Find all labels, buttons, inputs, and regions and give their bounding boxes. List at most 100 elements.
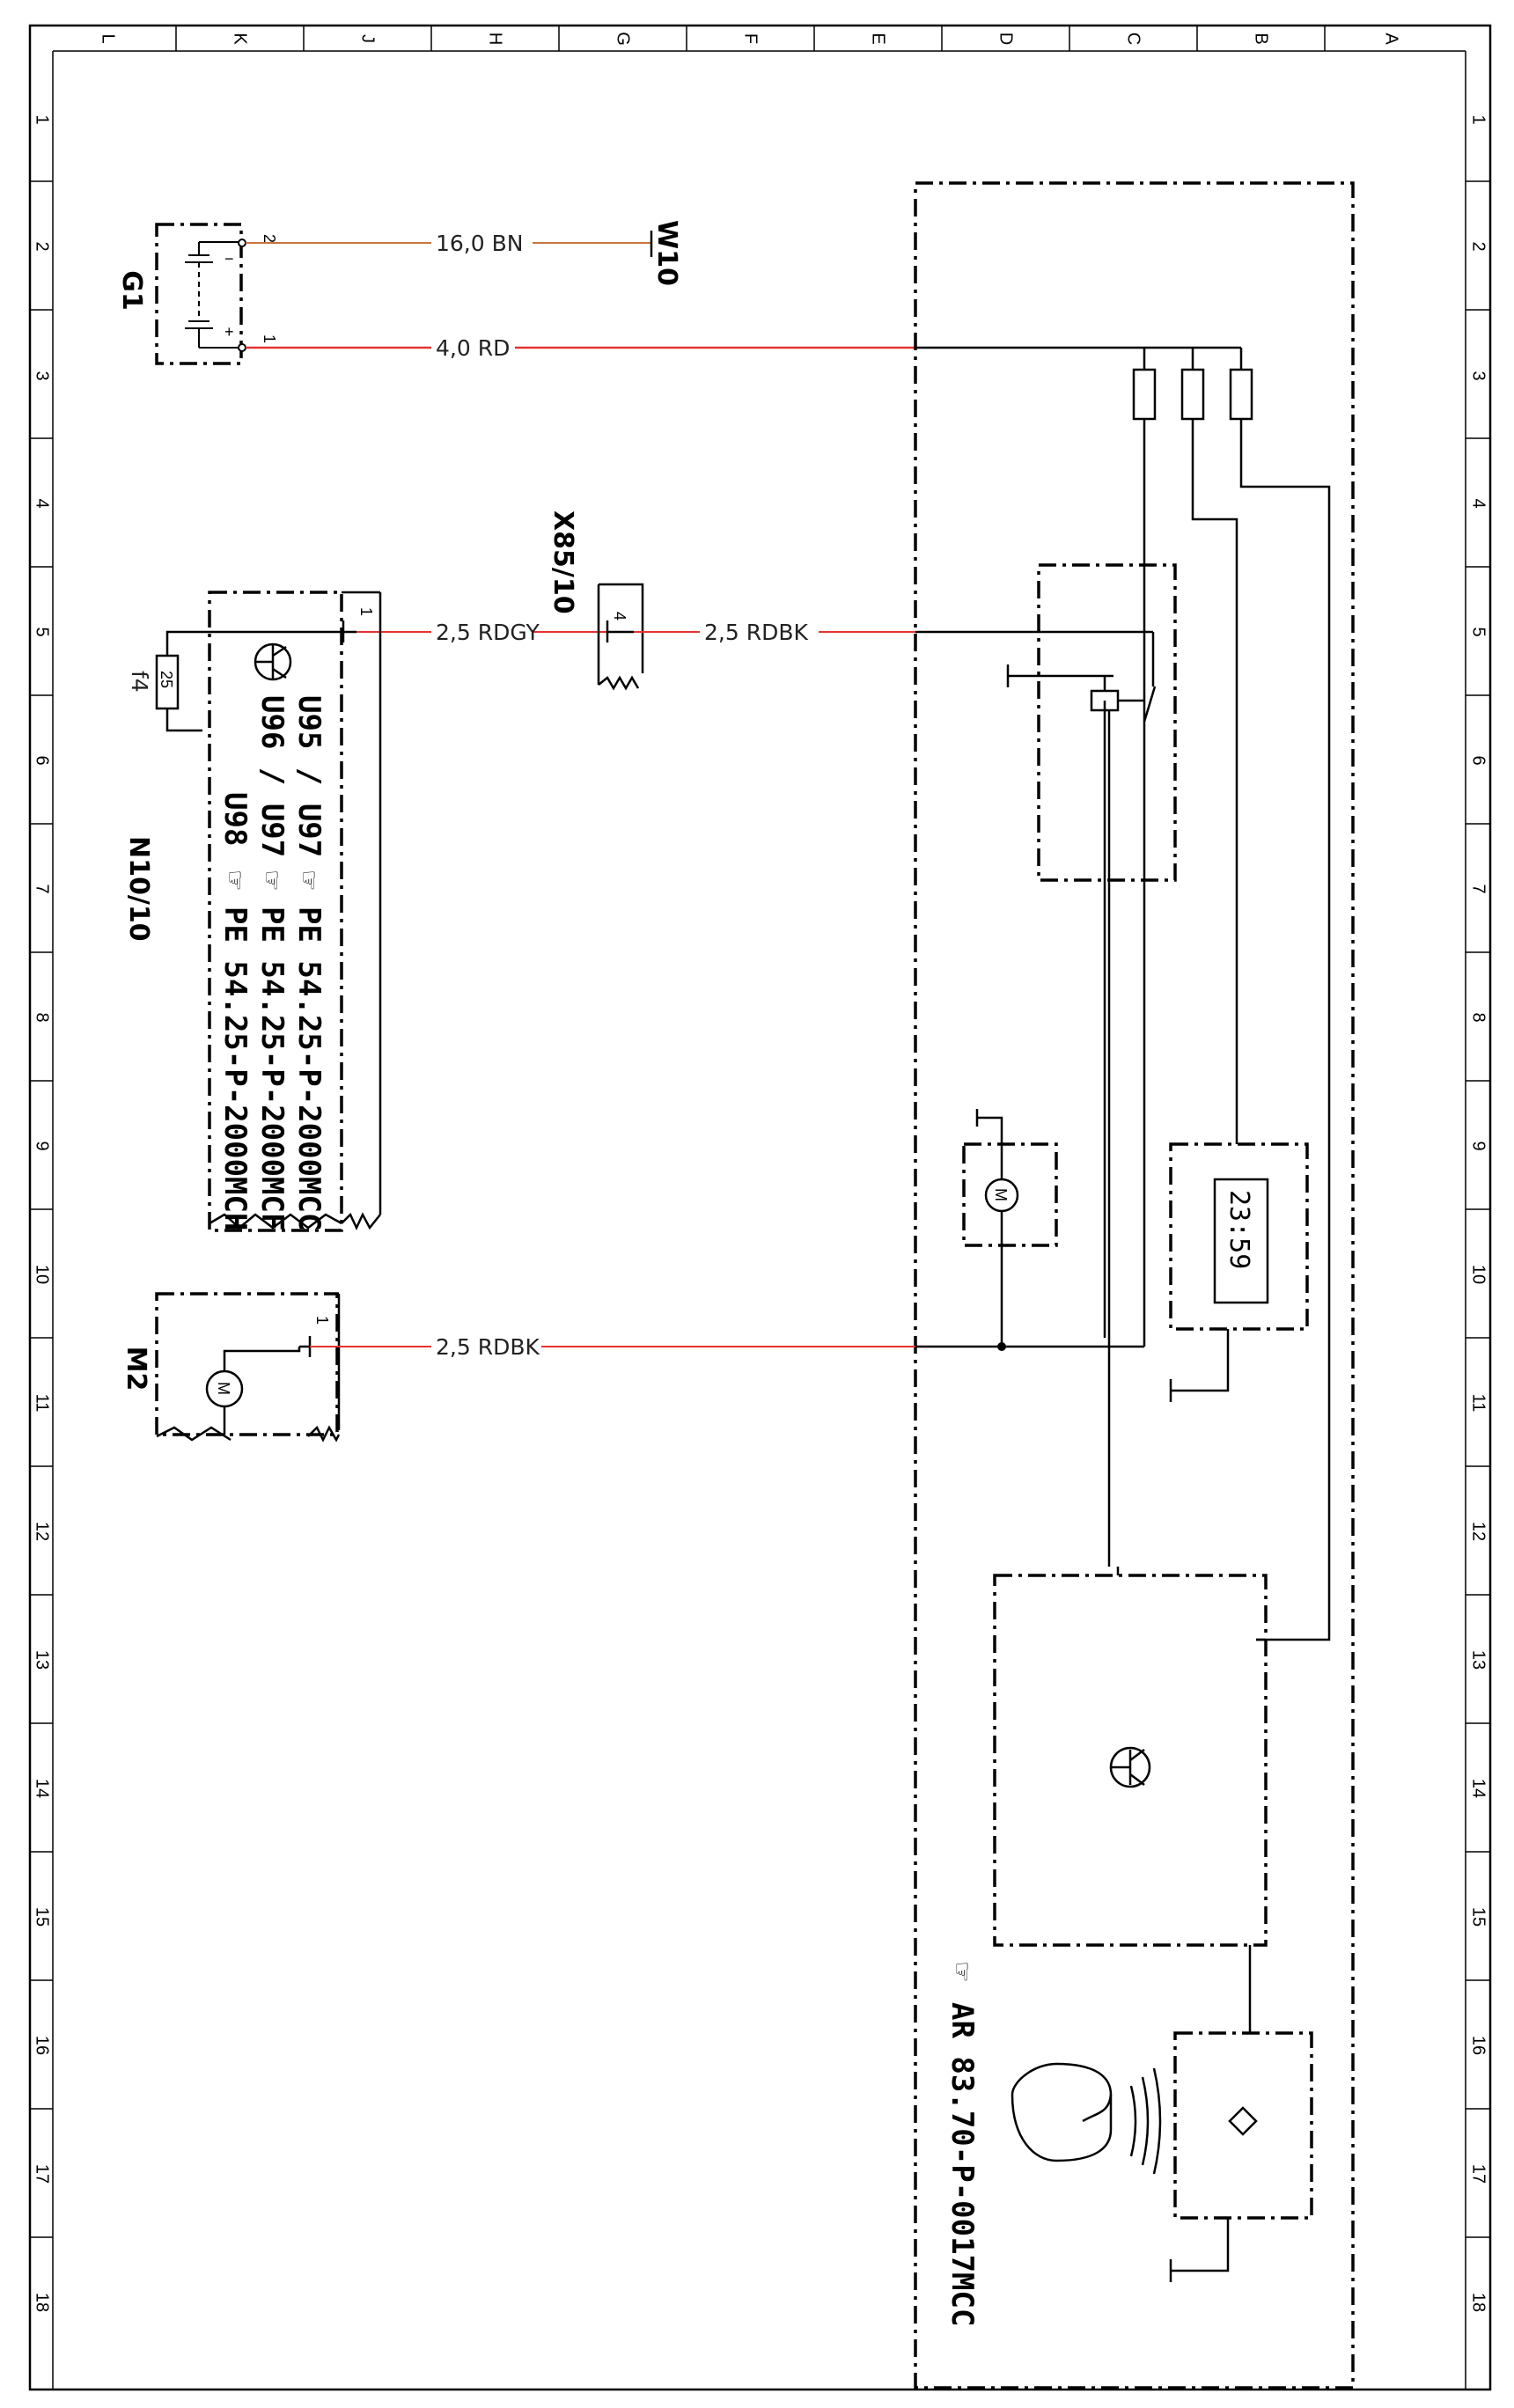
wire-rdbk-upper: 2,5 RDBK <box>634 620 1155 686</box>
row-label: 17 <box>33 2164 52 2184</box>
col-label: A <box>1382 33 1401 45</box>
col-label: L <box>99 33 118 43</box>
receiver-box <box>1173 2031 1313 2220</box>
relay-icon <box>1090 676 1157 1567</box>
row-label: 10 <box>33 1265 52 1284</box>
fuse-bank <box>1132 348 1331 1641</box>
border-frame: L K J H G F E D C B A 1 2 3 4 5 6 7 8 9 … <box>28 24 1492 2391</box>
m2-dashed-box <box>155 1292 339 1436</box>
clock-display: 23:59 <box>1224 1190 1254 1269</box>
wire-label-rdgy: 2,5 RDGY <box>436 620 540 645</box>
battery-label: G1 <box>116 270 147 311</box>
row-label: 9 <box>1469 1141 1488 1150</box>
row-label: 2 <box>33 241 52 251</box>
module-n10: 1 25 f4 U95 / U97 U96 / U97 U98 ☞ ☞ ☞ PE… <box>123 591 382 1232</box>
svg-text:☞: ☞ <box>291 871 327 890</box>
row-label: 8 <box>33 1012 52 1022</box>
row-labels-left: 1 2 3 4 5 6 7 8 9 10 11 12 13 14 15 16 1… <box>33 114 52 2312</box>
row-label: 18 <box>33 2293 52 2312</box>
svg-text:☞: ☞ <box>217 871 253 890</box>
row-label: 7 <box>33 884 52 893</box>
col-label: E <box>869 33 888 44</box>
fuse-icon <box>1132 368 1157 421</box>
n10-ref-2: PE 54.25-P-2000MCF <box>254 907 290 1230</box>
row-label: 11 <box>33 1394 52 1413</box>
row-label: 12 <box>33 1522 52 1541</box>
row-label: 5 <box>33 627 52 636</box>
x85-pin: 4 <box>611 612 628 620</box>
battery-icon <box>185 241 241 349</box>
clock-dashed-box <box>1169 1142 1309 1331</box>
n10-ref-3: PE 54.25-P-2000MCH <box>217 907 253 1230</box>
n10-fuse-value: 25 <box>158 671 175 688</box>
wire-label-rdbk-lower: 2,5 RDBK <box>436 1334 540 1360</box>
col-label: F <box>741 33 761 44</box>
n10-pin: 1 <box>357 607 375 616</box>
n10-dashed-box <box>208 591 343 1232</box>
n10-variant-3: U98 <box>217 792 253 846</box>
reference-hand-icon: ☞ ☞ ☞ <box>217 871 327 890</box>
control-unit-box <box>914 181 1355 2390</box>
clock-module: 23:59 <box>1169 1137 1309 1402</box>
row-label: 14 <box>33 1779 52 1798</box>
col-label: H <box>486 33 505 45</box>
motor-small: M <box>962 1109 1058 1347</box>
row-label: 4 <box>33 498 52 508</box>
col-label: J <box>358 34 378 43</box>
row-label: 7 <box>1469 884 1488 893</box>
relay-dashed-box <box>1037 563 1177 882</box>
transistor-icon <box>1109 1746 1151 1788</box>
battery-g1: − + 2 1 G1 <box>116 223 278 365</box>
small-motor-glyph: M <box>992 1188 1010 1201</box>
column-ticks <box>175 26 1326 51</box>
col-label: K <box>231 33 250 45</box>
row-label: 14 <box>1469 1779 1488 1798</box>
row-label: 1 <box>1469 114 1488 124</box>
row-label: 3 <box>1469 371 1488 380</box>
wire-rd: 4,0 RD <box>246 335 1241 361</box>
row-label: 2 <box>1469 241 1488 251</box>
receiver-icon <box>1228 2106 1258 2136</box>
motor-icon: M <box>984 1178 1019 1213</box>
w10-label: W10 <box>651 220 682 286</box>
connector-x85: 4 X85/10 <box>548 510 644 691</box>
row-label: 5 <box>1469 627 1488 636</box>
row-label: 16 <box>1469 2036 1488 2055</box>
row-label: 6 <box>33 755 52 765</box>
battery-sign-pos: + <box>224 323 234 341</box>
motor-m2: M 1 M2 <box>121 1292 341 1443</box>
row-label: 16 <box>33 2036 52 2055</box>
m2-motor-glyph: M <box>215 1382 232 1395</box>
wire-label-bn: 16,0 BN <box>436 231 523 256</box>
electronic-module-box <box>993 1574 1268 1947</box>
battery-pin-neg: 2 <box>261 234 278 243</box>
receiver-module <box>1169 2031 1313 2282</box>
small-motor-box <box>962 1142 1058 1247</box>
n10-variant-2: U96 / U97 <box>254 695 290 857</box>
relay-box <box>1006 563 1177 1567</box>
col-label: C <box>1124 33 1143 45</box>
row-label: 18 <box>1469 2293 1488 2312</box>
row-label: 11 <box>1469 1394 1488 1413</box>
battery-box <box>155 223 243 365</box>
row-label: 15 <box>33 1907 52 1927</box>
n10-fuse-label: f4 <box>127 671 152 693</box>
row-label: 10 <box>1469 1265 1488 1284</box>
motor-icon: M <box>205 1347 301 1435</box>
x85-label: X85/10 <box>548 510 578 614</box>
row-label: 12 <box>1469 1522 1488 1541</box>
wire-label-rdbk-upper: 2,5 RDBK <box>704 620 808 645</box>
wire-rdbk-lower: 2,5 RDBK <box>310 1334 1146 1360</box>
ar-reference: ☞ AR 83.70-P-0017MCC <box>944 1963 980 2326</box>
row-ticks <box>30 180 1490 2238</box>
column-labels: L K J H G F E D C B A <box>99 32 1401 46</box>
row-label: 3 <box>33 371 52 380</box>
reference-hand-icon: ☞ <box>944 1963 980 1981</box>
m2-pin: 1 <box>313 1316 331 1325</box>
wire-label-rd: 4,0 RD <box>436 335 510 361</box>
row-label: 6 <box>1469 755 1488 765</box>
ground-w10: W10 <box>650 220 682 286</box>
key-fob-icon <box>1011 2062 1162 2175</box>
outer-border <box>28 24 1492 2391</box>
